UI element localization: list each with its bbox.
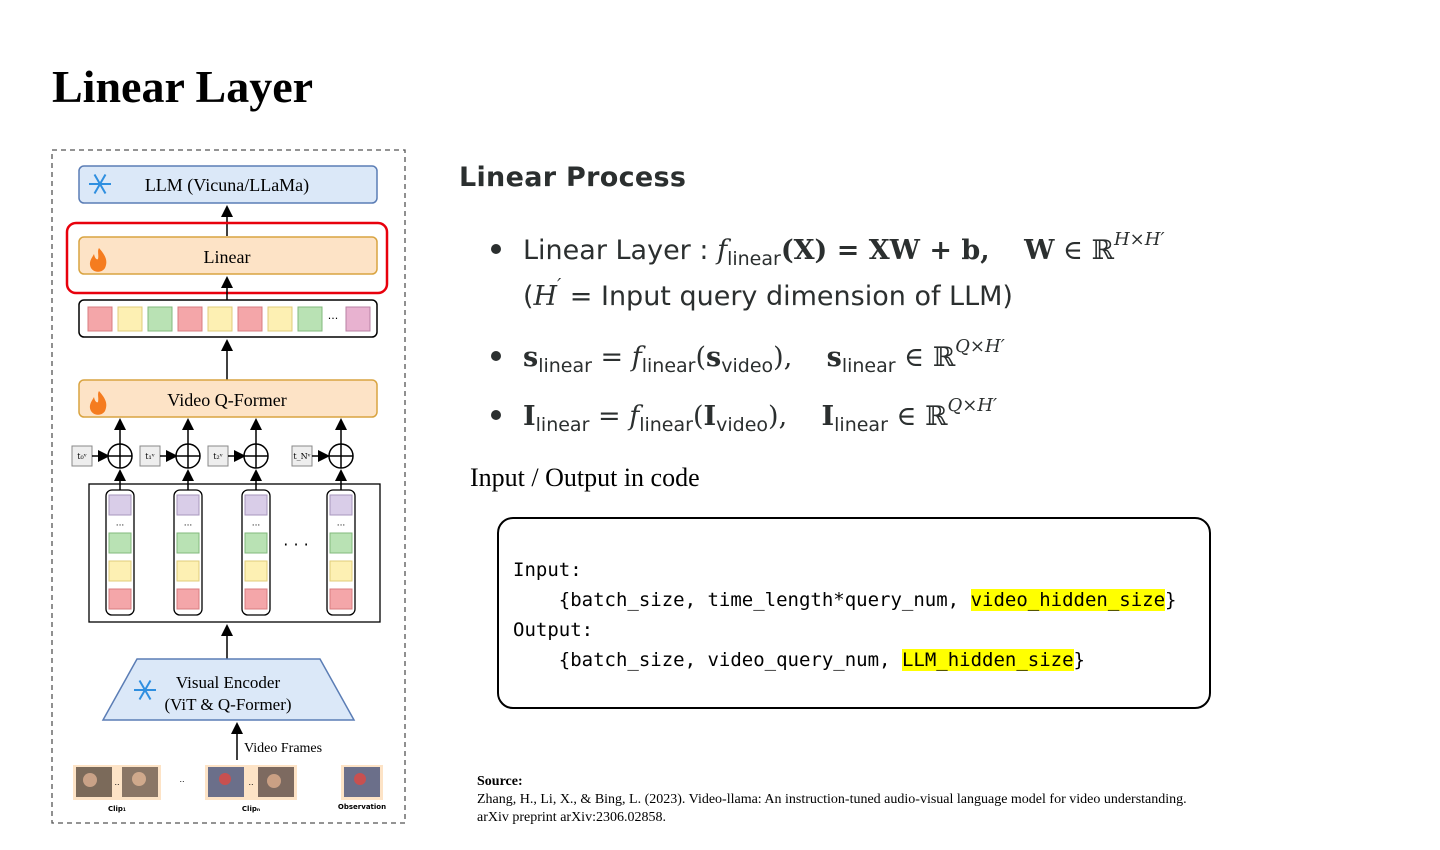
architecture-diagram: LLM (Vicuna/LLaMa) Linear ··· Video Q-Fo… (51, 149, 406, 824)
frame-token-column (241, 489, 271, 616)
pos-embedding-label: t₂ᵛ (213, 452, 222, 461)
token (87, 306, 113, 332)
token (117, 306, 143, 332)
snowflake-icon (134, 679, 156, 701)
pos-embedding-label: t_Nᵛ (293, 452, 310, 461)
column-dots: ··· (337, 521, 346, 531)
column-dots: ··· (252, 521, 261, 531)
bullet (491, 409, 501, 420)
frame-token-column (173, 489, 203, 616)
bullet (491, 243, 501, 254)
clip-n-thumbnails: .. (205, 765, 297, 800)
source-label: Source: (477, 774, 523, 789)
equation-i-linear: Ilinear = flinear(Ivideo), Ilinear ∈ ℝQ×… (491, 395, 997, 436)
observation-thumbnail (341, 765, 383, 800)
token (267, 306, 293, 332)
video-frames-label: Video Frames (244, 741, 322, 756)
position-embeddings: t₀ᵛ t₁ᵛ t₂ᵛ t_Nᵛ (71, 445, 313, 467)
token-ellipsis: ··· (328, 312, 339, 325)
linear-label: Linear (204, 247, 251, 267)
frame-token-column (105, 489, 135, 616)
code-input-label: Input: (513, 559, 582, 581)
io-heading: Input / Output in code (470, 463, 700, 492)
page-title: Linear Layer (52, 61, 314, 112)
token (297, 306, 323, 332)
encoder-label-line1: Visual Encoder (176, 673, 281, 692)
process-heading: Linear Process (459, 162, 687, 193)
snowflake-icon (89, 173, 111, 195)
between-clips-ellipsis: .. (179, 775, 184, 784)
add-circle (243, 443, 269, 469)
frame-tokens-frame (88, 483, 381, 623)
fire-icon (89, 248, 107, 272)
token (345, 306, 371, 332)
add-circle (175, 443, 201, 469)
equation-linear-layer: Linear Layer : flinear(X) = XW + b, W ∈ … (491, 229, 1165, 270)
token (177, 306, 203, 332)
encoder-label-line2: (ViT & Q-Former) (164, 695, 291, 714)
equation-note-query-dimension: (H′ = Input query dimension of LLM) (523, 275, 1013, 312)
source-line-1: Zhang, H., Li, X., & Bing, L. (2023). Vi… (477, 792, 1187, 807)
bullet (491, 350, 501, 361)
token (147, 306, 173, 332)
highlight-video-hidden-size: video_hidden_size (970, 589, 1166, 611)
token (237, 306, 263, 332)
thumb-ellipsis: .. (248, 778, 253, 787)
token (207, 306, 233, 332)
highlight-llm-hidden-size: LLM_hidden_size (901, 649, 1074, 671)
clip-1-label: Clip₁ (108, 805, 126, 813)
source-citation: Source: Zhang, H., Li, X., & Bing, L. (2… (477, 773, 1187, 827)
video-qformer-block: Video Q-Former (78, 379, 378, 418)
code-box: Input: {batch_size, time_length*query_nu… (497, 517, 1211, 709)
clip-n-label: Clipₙ (242, 805, 260, 813)
thumb-ellipsis: .. (114, 778, 119, 787)
add-circle (328, 443, 354, 469)
column-dots: ··· (116, 521, 125, 531)
source-line-2: arXiv preprint arXiv:2306.02858. (477, 810, 666, 825)
fire-icon (89, 391, 107, 415)
add-circle (107, 443, 133, 469)
pos-embedding-label: t₀ᵛ (77, 452, 86, 461)
code-input-shape: {batch_size, time_length*query_num, vide… (513, 589, 1177, 611)
linear-block: Linear (78, 236, 378, 275)
column-dots: ··· (184, 521, 193, 531)
code-output-shape: {batch_size, video_query_num, LLM_hidden… (513, 649, 1085, 671)
qformer-label: Video Q-Former (167, 390, 286, 410)
clip-1-thumbnails: .. (73, 765, 161, 800)
llm-block: LLM (Vicuna/LLaMa) (78, 165, 378, 204)
llm-label: LLM (Vicuna/LLaMa) (145, 175, 309, 196)
pos-embedding-label: t₁ᵛ (145, 452, 154, 461)
visual-encoder-block: Visual Encoder (ViT & Q-Former) (101, 658, 356, 721)
query-token-strip: ··· (78, 299, 378, 338)
frame-token-column (326, 489, 356, 616)
code-output-label: Output: (513, 619, 594, 641)
observation-label: Observation (338, 803, 386, 811)
equation-s-linear: slinear = flinear(svideo), slinear ∈ ℝQ×… (491, 336, 1005, 377)
column-ellipsis: · · · (283, 535, 308, 554)
